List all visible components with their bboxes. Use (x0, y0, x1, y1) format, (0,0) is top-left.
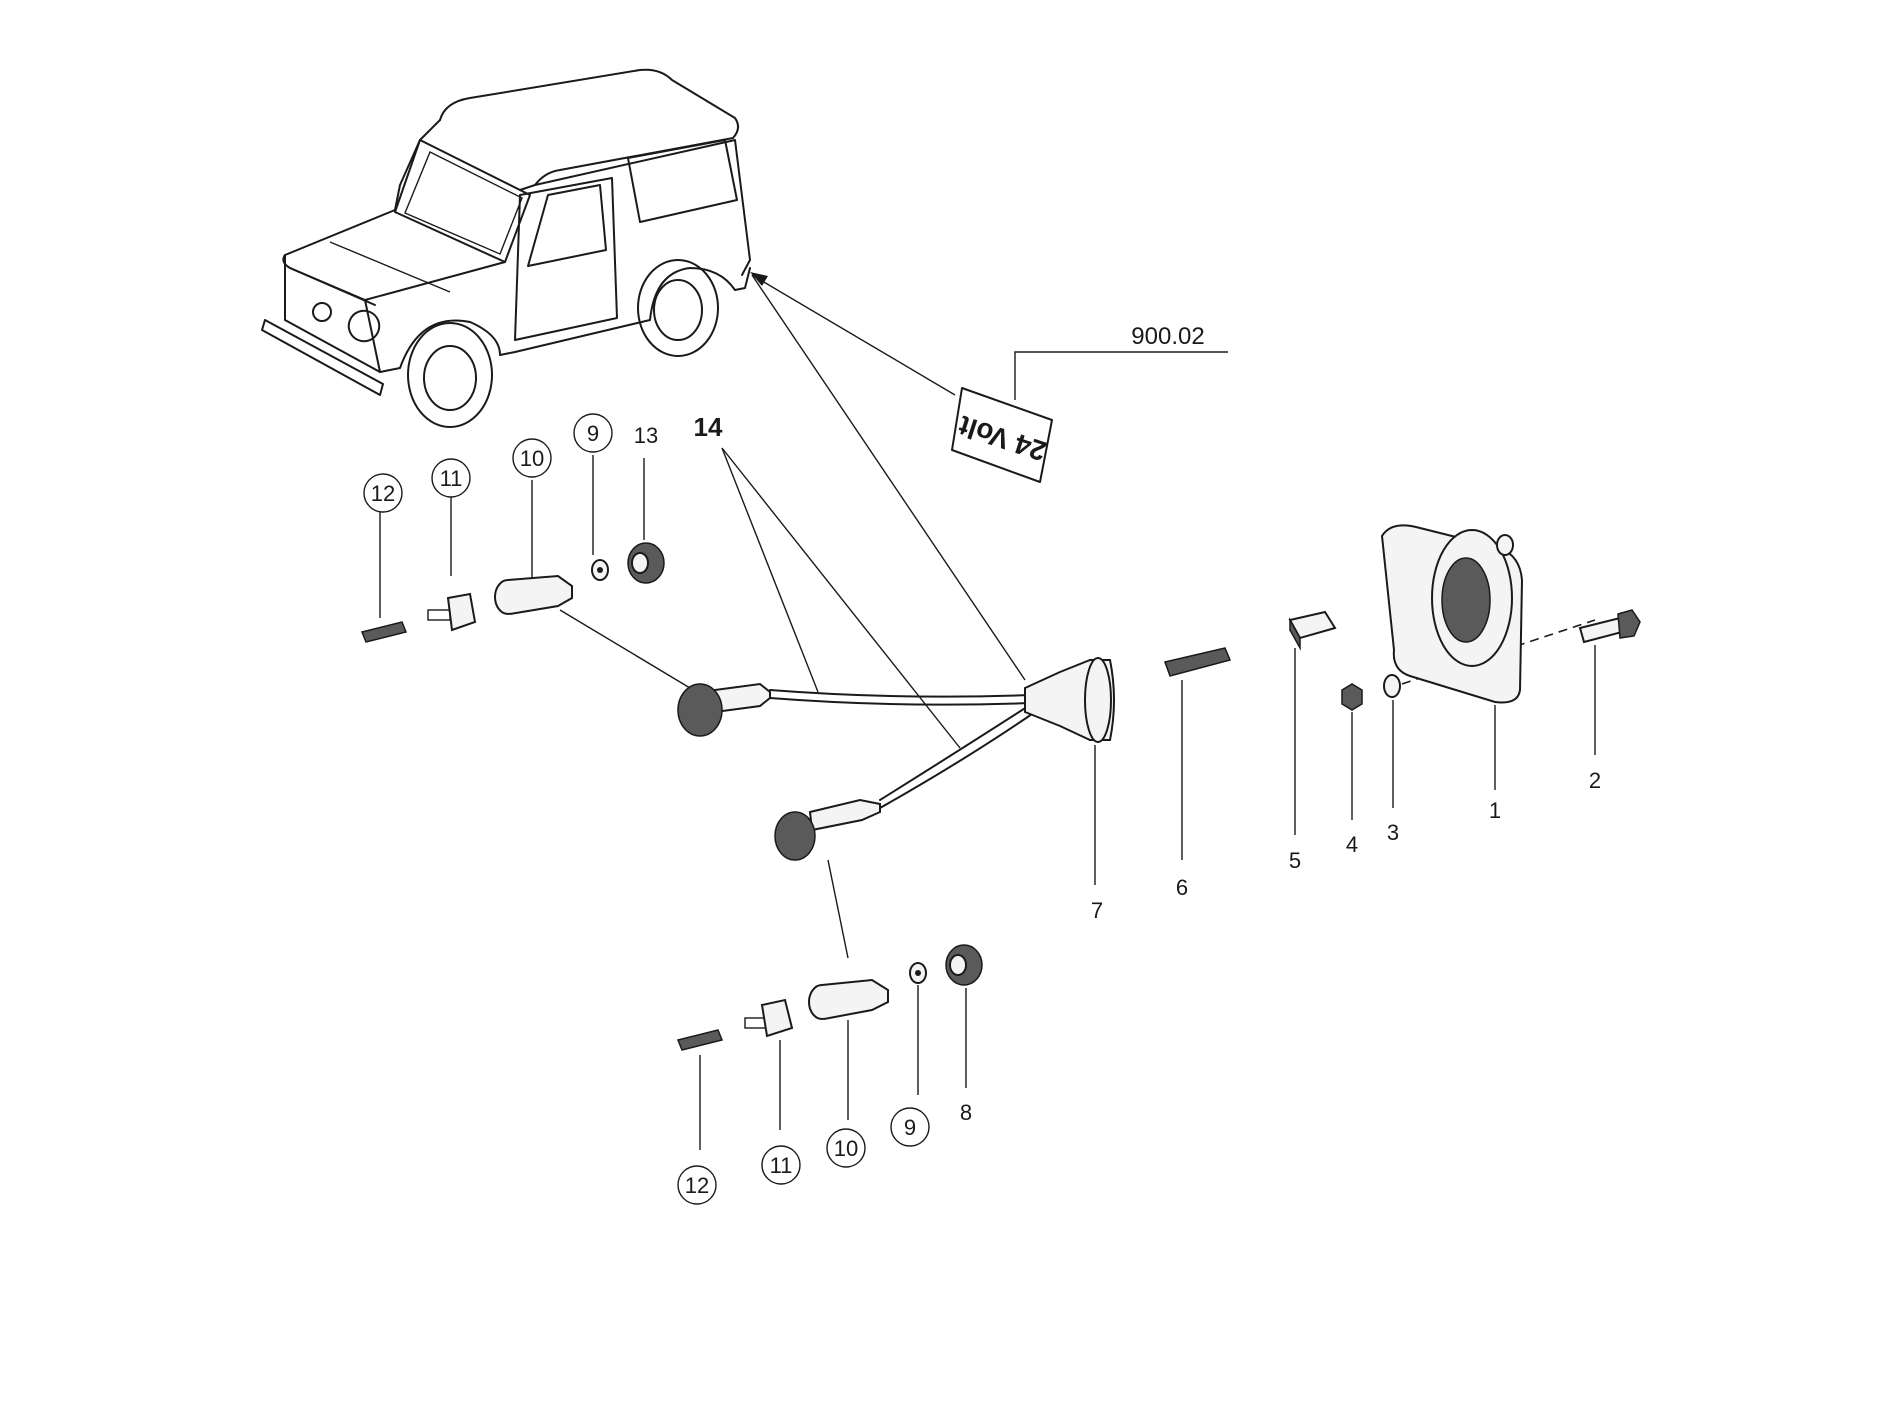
vehicle-illustration (261, 68, 751, 428)
callout-13: 13 (634, 423, 658, 448)
reference-group: 900.02 24 Volt (750, 272, 1228, 681)
contact-12-lower (676, 1029, 724, 1051)
upper-bulb-set (360, 542, 665, 643)
lower-connector-nut (774, 811, 816, 861)
callout-9-upper: 9 (587, 421, 599, 446)
upper-connector-nut (677, 683, 723, 737)
callout-14-group: 14 (694, 412, 961, 749)
bulb-11-lower (760, 998, 794, 1038)
callout-labels: 12 11 10 9 13 7 6 5 4 3 1 2 12 11 10 9 8 (363, 413, 1601, 1205)
callout-10-upper: 10 (520, 446, 544, 471)
callout-4: 4 (1346, 832, 1358, 857)
callout-3: 3 (1387, 820, 1399, 845)
callout-11-lower: 11 (770, 1153, 793, 1178)
bolt-2 (1578, 616, 1624, 644)
voltage-plate: 24 Volt (951, 387, 1053, 483)
callout-12-upper: 12 (371, 481, 395, 506)
bulb-11-upper (446, 592, 477, 632)
nut-4 (1341, 683, 1363, 711)
callout-8: 8 (960, 1100, 972, 1125)
callout-10-lower: 10 (834, 1136, 858, 1161)
callout-leaders (379, 455, 1596, 1150)
callout-5: 5 (1289, 848, 1301, 873)
terminal-6 (1164, 647, 1232, 677)
lower-bulb-set (676, 944, 983, 1051)
callout-1: 1 (1489, 798, 1501, 823)
callout-11-upper: 11 (440, 466, 463, 491)
callout-14: 14 (694, 412, 723, 442)
callout-6: 6 (1176, 875, 1188, 900)
plate-text: 24 Volt (955, 410, 1050, 467)
washer-3 (1383, 674, 1401, 698)
callout-7: 7 (1091, 898, 1103, 923)
callout-12-lower: 12 (685, 1173, 709, 1198)
cable-harness (559, 609, 1115, 959)
holder-10-lower (821, 978, 889, 1020)
holder-10-upper (507, 574, 573, 615)
reference-number: 900.02 (1131, 323, 1204, 350)
socket-hardware (1164, 524, 1641, 711)
callout-9-lower: 9 (904, 1115, 916, 1140)
contact-12-upper (360, 621, 408, 643)
callout-2: 2 (1589, 768, 1601, 793)
